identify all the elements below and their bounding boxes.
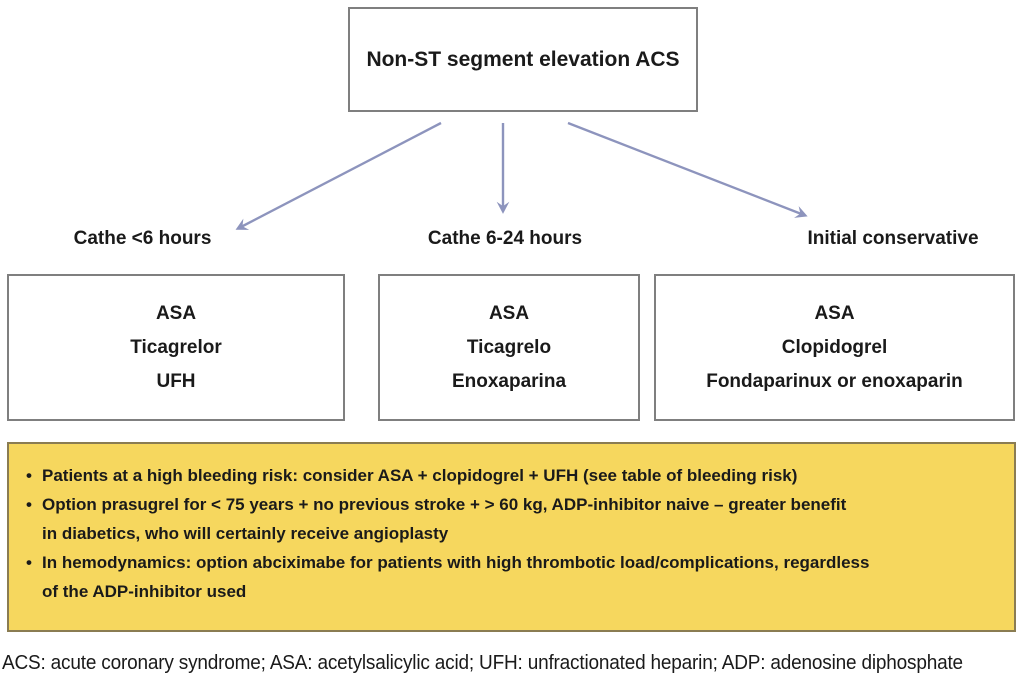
branch-label-cathe-lt6h: Cathe <6 hours: [73, 228, 212, 249]
therapy-line: ASA: [488, 302, 530, 324]
note-line: Option prasugrel for < 75 years + no pre…: [42, 495, 847, 514]
therapy-line: ASA: [814, 302, 855, 324]
notes-panel: Patients at a high bleeding risk: consid…: [7, 442, 1016, 632]
notes-bullet-list: Patients at a high bleeding risk: consid…: [25, 461, 1000, 606]
therapy-line: Clopidogrel: [781, 336, 888, 358]
note-bullet-bleeding-risk: Patients at a high bleeding risk: consid…: [25, 461, 1000, 490]
arrow-to-conservative: [567, 121, 808, 218]
note-line: in diabetics, who will certainly receive…: [42, 524, 449, 543]
note-line: In hemodynamics: option abciximabe for p…: [42, 553, 870, 572]
node-cathe-6-24h-therapy: ASA Ticagrelo Enoxaparina: [378, 274, 640, 421]
therapy-line: UFH: [156, 370, 196, 392]
node-non-st-acs-label: Non-ST segment elevation ACS: [366, 47, 680, 71]
abbreviations-footnote: ACS: acute coronary syndrome; ASA: acety…: [2, 652, 963, 674]
node-non-st-acs: Non-ST segment elevation ACS: [348, 7, 698, 112]
therapy-line: ASA: [155, 302, 197, 324]
node-cathe-lt6h-therapy: ASA Ticagrelor UFH: [7, 274, 345, 421]
therapy-line: Fondaparinux or enoxaparin: [706, 370, 963, 392]
note-bullet-prasugrel: Option prasugrel for < 75 years + no pre…: [25, 490, 1000, 548]
therapy-line: Ticagrelo: [466, 336, 552, 358]
therapy-line: Ticagrelor: [130, 336, 222, 358]
branch-label-initial-conservative: Initial conservative: [807, 228, 979, 249]
arrow-to-cathe6: [235, 121, 442, 230]
node-initial-conservative-therapy: ASA Clopidogrel Fondaparinux or enoxapar…: [654, 274, 1015, 421]
branch-label-cathe-6-24h: Cathe 6-24 hours: [427, 228, 583, 249]
note-bullet-abciximab: In hemodynamics: option abciximabe for p…: [25, 548, 1000, 606]
note-line: of the ADP-inhibitor used: [42, 582, 247, 601]
note-line: Patients at a high bleeding risk: consid…: [42, 466, 798, 485]
therapy-line: Enoxaparina: [451, 370, 567, 392]
